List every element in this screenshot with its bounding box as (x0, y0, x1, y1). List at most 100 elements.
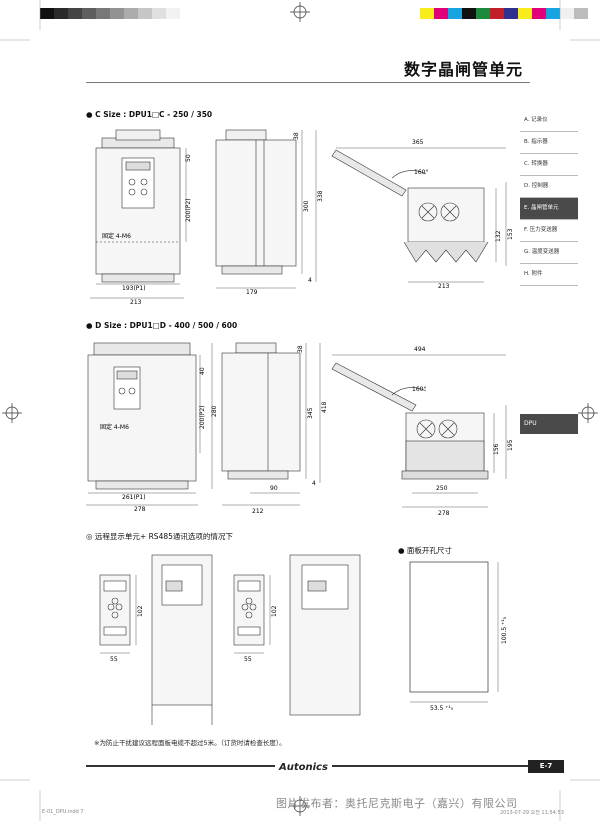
c-open-angle: 160° (414, 169, 428, 176)
footer-filename: E-01_DPU.indd 7 (42, 809, 84, 815)
color-swatch (546, 8, 560, 19)
d-front-dim-40: 40 (199, 367, 206, 375)
d-side-dim-4: 4 (312, 480, 316, 487)
c-front-mount: 固定 4-M6 (102, 232, 131, 240)
gray-swatch (138, 8, 152, 19)
panel-cutout-width: 53.5 ⁺¹₀ (430, 705, 454, 712)
remote-display-drawings: 102 55 102 55 (99, 554, 361, 725)
d-side-dim-212: 212 (252, 508, 264, 515)
remote-unit-2 (233, 574, 265, 646)
section-c-drawings: 50 200(P2) 固定 4-M6 193(P1) 213 38 300 33… (90, 129, 514, 306)
remote-unit-1 (99, 574, 131, 646)
d-open-dim-494: 494 (414, 346, 426, 353)
remote-display-label: ◎ 远程显示单元+ RS485通讯选项的情况下 (86, 532, 233, 541)
d-open-dim-195: 195 (507, 439, 514, 451)
c-front-dim-p1: 193(P1) (122, 285, 146, 292)
d-side-dim-38: 38 (297, 345, 304, 353)
c-open-dim-132: 132 (495, 230, 502, 242)
sidebar-item-controller[interactable]: D. 控制器 (520, 176, 578, 198)
color-swatch (462, 8, 476, 19)
gray-swatch (68, 8, 82, 19)
d-side-dim-90: 90 (270, 485, 278, 492)
gray-swatch (54, 8, 68, 19)
d-open-angle: 160° (412, 386, 426, 393)
panel-cutout-height: 100.5 ⁺¹₀ (501, 616, 508, 644)
grayscale-calibration-bar (40, 8, 180, 19)
d-side-view (221, 342, 301, 480)
d-front-dim-278: 278 (134, 506, 146, 513)
remote-main-unit-2 (289, 554, 361, 716)
gray-swatch (40, 8, 54, 19)
panel-cutout-rect (409, 561, 489, 693)
registration-mark-top (290, 2, 310, 22)
remote-main-unit-1 (151, 554, 213, 725)
gray-swatch (152, 8, 166, 19)
gray-swatch (166, 8, 180, 19)
remote-dim-55-b: 55 (244, 656, 252, 663)
d-front-dim-280: 280 (211, 405, 218, 417)
color-swatch (560, 8, 574, 19)
color-swatch (518, 8, 532, 19)
c-open-dim-365: 365 (412, 139, 424, 146)
color-swatch (448, 8, 462, 19)
sidebar-item-converter[interactable]: C. 转换器 (520, 154, 578, 176)
remote-dim-102-b: 102 (271, 605, 278, 617)
gray-swatch (82, 8, 96, 19)
footnote: ※为防止干扰建议远程面板电缆不超过5米。（订货时请检查长度）。 (94, 739, 286, 747)
c-side-dim-338: 338 (317, 190, 324, 202)
c-side-dim-300: 300 (303, 200, 310, 212)
c-side-dim-179: 179 (246, 289, 258, 296)
remote-dim-55-a: 55 (110, 656, 118, 663)
registration-mark-left (2, 403, 22, 423)
sidebar-item-accessories[interactable]: H. 附件 (520, 264, 578, 286)
color-swatch (420, 8, 434, 19)
c-open-dim-213: 213 (438, 283, 450, 290)
color-swatch (434, 8, 448, 19)
c-open-view (331, 149, 489, 263)
d-open-dim-156: 156 (493, 443, 500, 455)
c-side-dim-38: 38 (293, 132, 300, 140)
sidebar-item-temperature-transmitter[interactable]: G. 温度变送器 (520, 242, 578, 264)
color-swatch (490, 8, 504, 19)
c-side-view (215, 129, 297, 275)
panel-cutout-drawing: 100.5 ⁺¹₀ 53.5 ⁺¹₀ (409, 561, 508, 712)
c-front-dim-p2: 200(P2) (185, 198, 192, 222)
sidebar-item-recorder[interactable]: A. 记录仪 (520, 110, 578, 132)
page-number: E-7 (528, 760, 564, 773)
publisher-watermark: 图片发布者：奥托尼克斯电子（嘉兴）有限公司 (276, 797, 518, 810)
section-c-label: ● C Size : DPU1□C - 250 / 350 (86, 110, 213, 119)
color-swatch (504, 8, 518, 19)
gray-swatch (124, 8, 138, 19)
c-open-dim-153: 153 (507, 228, 514, 240)
page-title: 数字晶闸管单元 (404, 60, 524, 79)
d-front-mount: 固定 4-M6 (100, 423, 129, 431)
remote-dim-102-a: 102 (137, 605, 144, 617)
footer-date: 2013-07-29 오전 11:54:53 (500, 810, 564, 816)
sidebar-item-thyristor-unit[interactable]: E. 晶闸管单元 (520, 198, 578, 220)
d-front-view (87, 342, 197, 490)
color-calibration-bar (420, 8, 588, 19)
color-swatch (476, 8, 490, 19)
d-front-dim-p1: 261(P1) (122, 494, 146, 501)
d-open-view (331, 362, 489, 480)
color-swatch (574, 8, 588, 19)
category-sidebar: A. 记录仪 B. 指示器 C. 转换器 D. 控制器 E. 晶闸管单元 F. … (520, 110, 578, 286)
c-front-view (95, 129, 181, 283)
d-open-dim-278: 278 (438, 510, 450, 517)
section-d-drawings: 40 200(P2) 280 固定 4-M6 261(P1) 278 38 34… (86, 342, 514, 517)
sidebar-item-pressure-transmitter[interactable]: F. 压力变送器 (520, 220, 578, 242)
c-side-dim-4: 4 (308, 277, 312, 284)
registration-mark-bottom (290, 796, 310, 816)
section-d-label: ● D Size : DPU1□D - 400 / 500 / 600 (86, 321, 238, 330)
section-tab-dpu[interactable]: DPU (520, 414, 578, 434)
gray-swatch (110, 8, 124, 19)
color-swatch (532, 8, 546, 19)
panel-cutout-label: ● 面板开孔尺寸 (398, 546, 452, 555)
registration-mark-right (578, 403, 598, 423)
d-front-dim-p2: 200(P2) (199, 405, 206, 429)
sidebar-item-indicator[interactable]: B. 指示器 (520, 132, 578, 154)
brand-logo: Autonics (275, 762, 332, 773)
d-side-dim-418: 418 (321, 401, 328, 413)
d-open-dim-250: 250 (436, 485, 448, 492)
gray-swatch (96, 8, 110, 19)
